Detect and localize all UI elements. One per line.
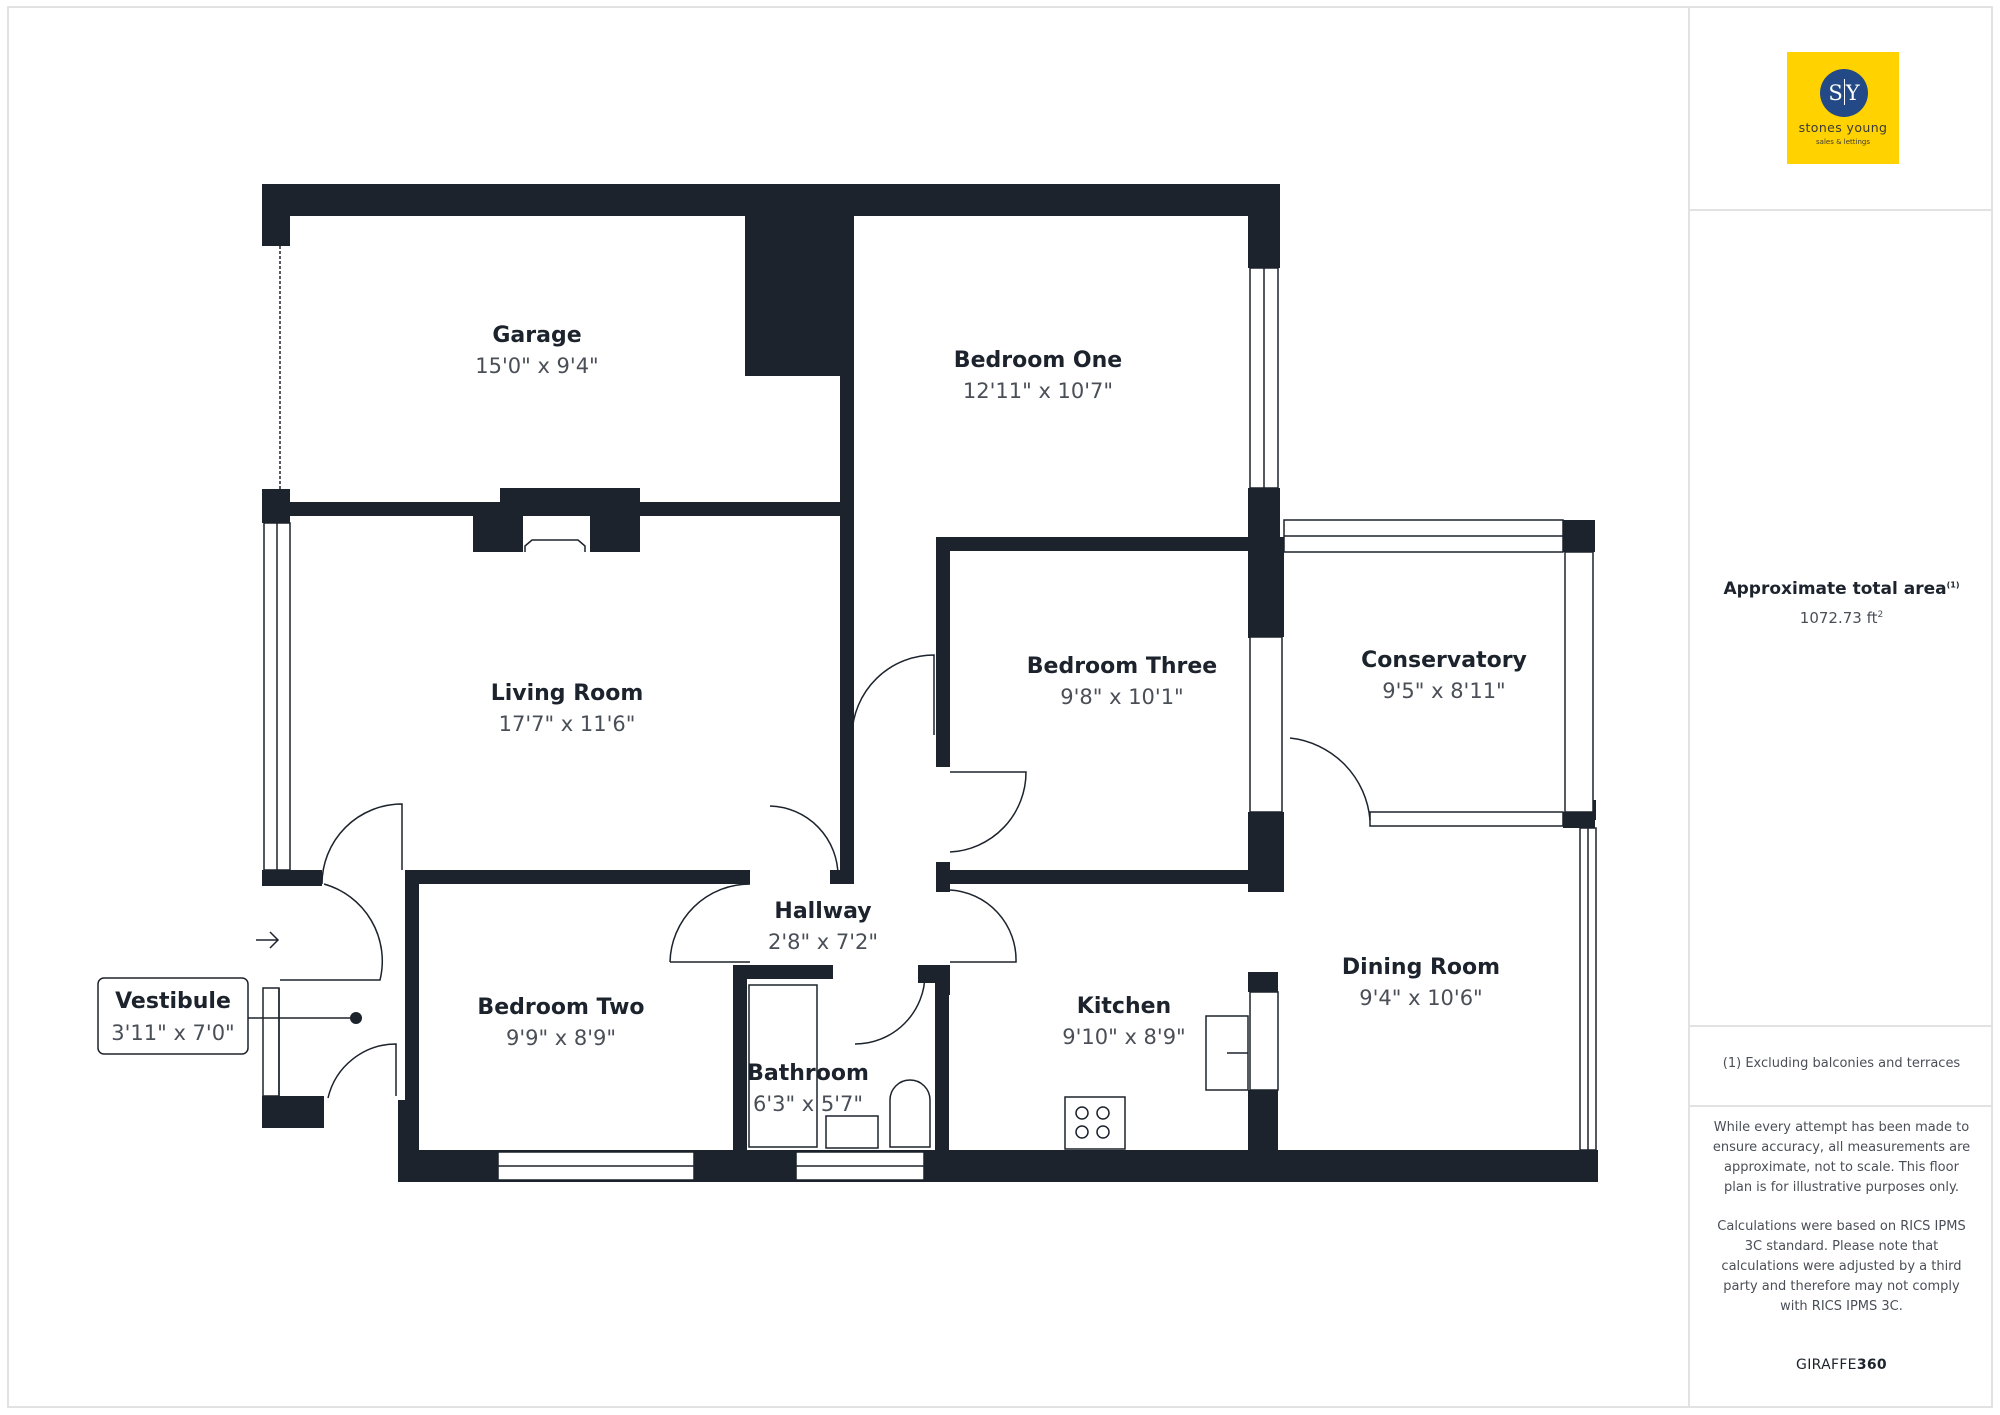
room-dim-bedroom-three: 9'8" x 10'1" — [1060, 685, 1183, 709]
room-name-bathroom: Bathroom — [747, 1061, 869, 1086]
room-dim-kitchen: 9'10" x 8'9" — [1062, 1025, 1185, 1049]
area-value: 1072.73 ft2 — [1690, 609, 1993, 627]
area-footnote-marker: (1) — [1946, 580, 1960, 590]
area-section: Approximate total area(1) 1072.73 ft2 — [1690, 209, 1993, 1027]
room-name-garage: Garage — [492, 323, 581, 348]
disclaimer-text: While every attempt has been made to ens… — [1708, 1118, 1975, 1336]
room-name-living-room: Living Room — [491, 681, 644, 706]
room-name-hallway: Hallway — [774, 899, 871, 924]
floor-plan: Garage 15'0" x 9'4" Bedroom One 12'11" x… — [97, 184, 1598, 1182]
brand-bold: 360 — [1856, 1357, 1887, 1373]
footnote-text: (1) Excluding balconies and terraces — [1722, 1056, 1961, 1071]
area-title: Approximate total area(1) — [1690, 579, 1993, 599]
area-unit-sup: 2 — [1877, 610, 1884, 620]
fixtures — [524, 539, 1249, 1150]
footnote-section: (1) Excluding balconies and terraces — [1690, 1025, 1993, 1107]
room-name-conservatory: Conservatory — [1361, 648, 1527, 673]
logo-tagline: sales & lettings — [1816, 138, 1870, 146]
room-dim-bathroom: 6'3" x 5'7" — [753, 1092, 863, 1116]
disclaimer-paragraph-2: Calculations were based on RICS IPMS 3C … — [1717, 1219, 1966, 1314]
room-dim-hallway: 2'8" x 7'2" — [768, 930, 878, 954]
disclaimer-section: While every attempt has been made to ens… — [1690, 1105, 1993, 1408]
giraffe360-brand: GIRAFFE360 — [1690, 1357, 1993, 1373]
logo-name: stones young — [1798, 120, 1888, 135]
room-name-vestibule: Vestibule — [115, 989, 231, 1014]
room-dim-conservatory: 9'5" x 8'11" — [1382, 679, 1505, 703]
area-value-text: 1072.73 ft — [1799, 609, 1878, 627]
page-frame — [7, 6, 1993, 1408]
logo-monogram-y: Y — [1845, 81, 1860, 105]
disclaimer-paragraph-1: While every attempt has been made to ens… — [1712, 1120, 1971, 1195]
vestibule-callout — [97, 977, 362, 1055]
room-dim-dining-room: 9'4" x 10'6" — [1359, 986, 1482, 1010]
room-dim-bedroom-two: 9'9" x 8'9" — [506, 1026, 616, 1050]
doors — [280, 654, 1371, 1099]
room-name-bedroom-two: Bedroom Two — [477, 995, 644, 1020]
entrance-arrow-icon — [256, 931, 280, 949]
room-name-dining-room: Dining Room — [1342, 955, 1500, 980]
room-name-kitchen: Kitchen — [1077, 994, 1171, 1019]
room-dim-living-room: 17'7" x 11'6" — [499, 712, 636, 736]
brand-light: GIRAFFE — [1796, 1357, 1857, 1373]
room-dim-garage: 15'0" x 9'4" — [475, 354, 598, 378]
area-title-text: Approximate total area — [1723, 579, 1947, 599]
room-dim-vestibule: 3'11" x 7'0" — [111, 1021, 234, 1045]
room-name-bedroom-one: Bedroom One — [954, 348, 1122, 373]
logo-monogram-s: S — [1828, 81, 1843, 105]
room-dim-bedroom-one: 12'11" x 10'7" — [963, 379, 1113, 403]
room-name-bedroom-three: Bedroom Three — [1027, 654, 1217, 679]
windows — [262, 246, 1597, 1181]
logo-divider — [1843, 79, 1845, 105]
